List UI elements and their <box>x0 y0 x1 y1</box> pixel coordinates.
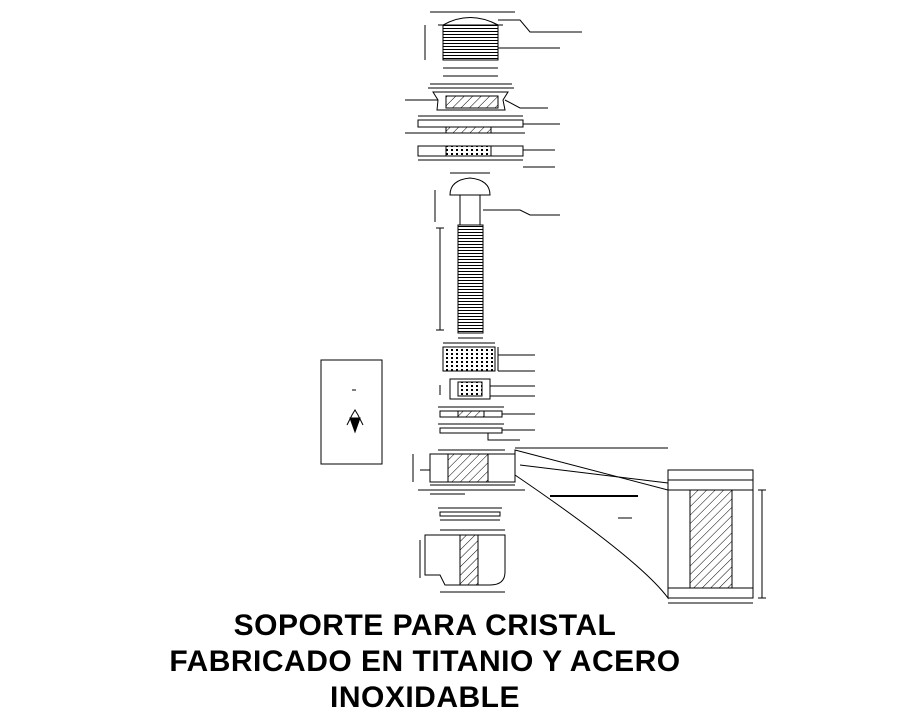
detail-box <box>320 359 383 465</box>
part-bushing <box>442 342 535 372</box>
cad-drawing <box>320 11 766 604</box>
part-small-washer <box>438 406 535 418</box>
part-washer-plate <box>405 115 560 134</box>
part-clamp-plate <box>417 145 555 168</box>
part-spacer <box>439 378 535 400</box>
part-nut <box>405 83 548 111</box>
spider-arm-elevation <box>514 447 766 604</box>
part-threaded-bolt <box>434 172 560 339</box>
part-lower-washer <box>438 507 502 521</box>
part-arm-end <box>419 529 506 593</box>
drawing-title: SOPORTE PARA CRISTAL FABRICADO EN TITANI… <box>100 608 750 716</box>
part-thin-washer <box>438 423 535 441</box>
title-line-1: SOPORTE PARA CRISTAL <box>233 609 617 642</box>
part-base-fitting <box>412 449 525 495</box>
part-top-cap <box>424 11 582 77</box>
title-line-2: FABRICADO EN TITANIO Y ACERO <box>169 645 681 678</box>
title-line-3: INOXIDABLE <box>329 681 520 714</box>
